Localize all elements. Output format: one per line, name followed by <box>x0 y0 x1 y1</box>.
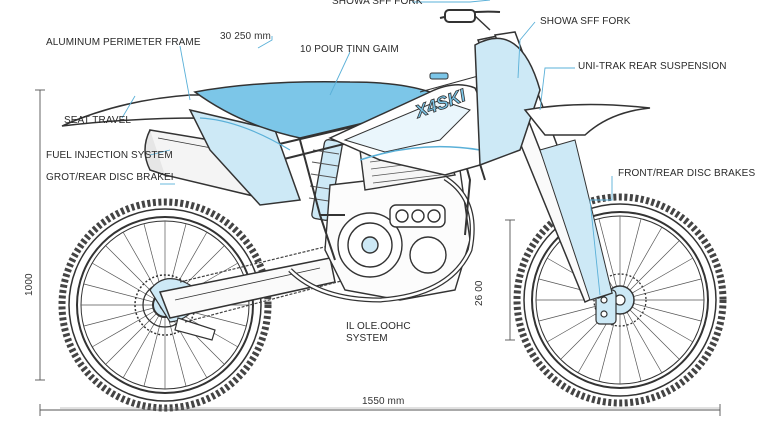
label-seat-travel: SEAT TRAVEL <box>64 115 132 126</box>
label-front-brake: FRONT/REAR DISC BRAKES <box>618 168 756 179</box>
label-dim-height: 1000 <box>24 273 35 296</box>
rear-shock <box>308 139 343 221</box>
label-frame: ALUMINUM PERIMETER FRAME <box>46 37 201 48</box>
label-rear-suspension: UNI-TRAK REAR SUSPENSION <box>578 61 727 72</box>
seat <box>193 80 442 139</box>
dimension-lines <box>35 89 721 416</box>
fuel-cap <box>429 72 449 80</box>
swingarm <box>158 257 336 319</box>
label-fork: SHOWA SFF FORK <box>540 16 631 27</box>
handlebar <box>439 9 501 31</box>
label-rear-brake: GROT/REAR DISC BRAKEI <box>46 172 174 183</box>
front-fender <box>523 103 651 136</box>
fuel-tank-shroud <box>328 69 501 176</box>
label-top-fork: SHOWA SFF FORK <box>332 0 423 7</box>
label-engine-bottom-1: IL OLE.OOHC <box>346 321 411 332</box>
front-wheel <box>513 193 727 407</box>
label-fuel-injection: FUEL INJECTION SYSTEM <box>46 150 173 161</box>
rear-fender <box>61 94 302 206</box>
leader-lines <box>121 0 613 296</box>
front-brake-caliper <box>595 289 617 325</box>
label-dim-top: 30 250 mm <box>220 31 271 42</box>
label-dim-right: 26 00 <box>474 280 485 306</box>
label-engine-top: 10 POUR TINN GAIM <box>300 44 399 55</box>
label-engine-bottom-2: SYSTEM <box>346 333 388 344</box>
label-dim-length: 1550 mm <box>362 396 405 407</box>
